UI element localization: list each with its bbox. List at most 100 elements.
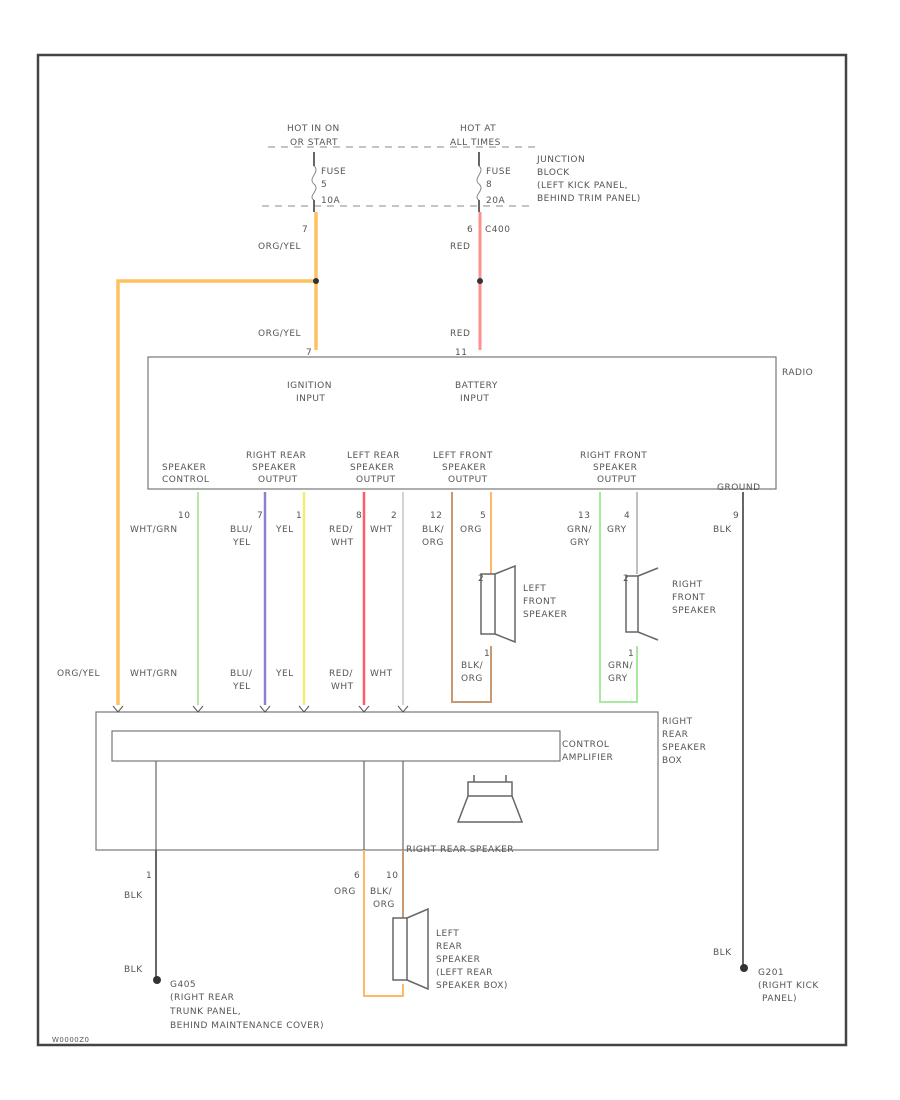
radio-left-front-1: LEFT FRONT — [433, 451, 493, 461]
amp-input-pins — [112, 705, 409, 713]
speaker-lr-5: SPEAKER BOX) — [436, 981, 508, 991]
wire-label-grn-gry-bot-2: GRY — [608, 674, 628, 684]
wire-label-org-lf: ORG — [460, 525, 482, 535]
speaker-lr-4: (LEFT REAR — [436, 968, 493, 978]
wire-label-red-top: RED — [450, 242, 470, 252]
splice-ignition — [313, 278, 319, 284]
radio-bat-pin: 11 — [455, 348, 467, 358]
wire-label-yel-top: YEL — [275, 525, 294, 535]
radio-right-rear-1: RIGHT REAR — [246, 451, 306, 461]
pin-ign-label: 7 — [302, 225, 308, 235]
fuse-b-num: 8 — [486, 180, 492, 190]
wire-label-blk-amp: BLK — [124, 891, 143, 901]
wire-label-blk-g201: BLK — [713, 948, 732, 958]
rr-box-3: SPEAKER — [662, 743, 706, 753]
rr-box-2: REAR — [662, 730, 688, 740]
wire-label-red-wht-bot-1: RED/ — [329, 669, 353, 679]
wire-left-front-loop — [451, 492, 492, 703]
radio-right-front-1: RIGHT FRONT — [580, 451, 647, 461]
fuse-b-word: FUSE — [486, 167, 511, 177]
wire-label-blk-org-top-1: BLK/ — [422, 525, 445, 535]
wire-label-org-yel-left: ORG/YEL — [57, 669, 100, 679]
wire-label-blu-top-2: YEL — [232, 538, 251, 548]
wire-label-org-yel-mid: ORG/YEL — [258, 329, 301, 339]
pin-1-gnd: 1 — [146, 871, 152, 881]
pin-5: 5 — [480, 511, 486, 521]
pin-lf-2: 2 — [478, 574, 484, 584]
wire-label-red-wht-bot-2: WHT — [331, 682, 354, 692]
ground-g405-3: TRUNK PANEL, — [169, 1007, 241, 1017]
left-front-speaker-icon — [480, 564, 516, 644]
hot-all-label: HOT AT — [460, 124, 496, 134]
ground-g201-icon — [740, 964, 748, 972]
radio-bat-input-1: BATTERY — [455, 381, 498, 391]
pin-rf-2: 2 — [623, 574, 629, 584]
wire-label-grn-gry-bot-1: GRN/ — [608, 661, 633, 671]
right-rear-speaker-icon — [456, 775, 524, 823]
radio-speaker-control-2: CONTROL — [162, 475, 209, 485]
pin-13: 13 — [578, 511, 590, 521]
pin-6: 6 — [354, 871, 360, 881]
pin-bat-label: 6 — [467, 225, 473, 235]
wire-label-blu-bot-1: BLU/ — [230, 669, 253, 679]
fuse-a-amp: 10A — [321, 196, 340, 206]
radio-ign-input-1: IGNITION — [287, 381, 332, 391]
junction-block-line-3: (LEFT KICK PANEL, — [537, 181, 628, 191]
wire-label-gry-rf: GRY — [607, 525, 627, 535]
right-rear-speaker-box — [95, 711, 659, 851]
wire-label-red-wht-top-2: WHT — [331, 538, 354, 548]
pin-7-a: 7 — [257, 511, 263, 521]
junction-block-line-4: BEHIND TRIM PANEL) — [537, 194, 641, 204]
speaker-rf-1: RIGHT — [672, 580, 703, 590]
speaker-rf-2: FRONT — [672, 593, 705, 603]
fuse-a-num: 5 — [321, 180, 327, 190]
wire-label-wht-grn-top: WHT/GRN — [130, 525, 178, 535]
speaker-lf-3: SPEAKER — [523, 610, 567, 620]
wire-label-org-yel-top: ORG/YEL — [258, 242, 301, 252]
radio-ground: GROUND — [717, 483, 761, 493]
speaker-lf-2: FRONT — [523, 597, 556, 607]
radio-right-rear-2: SPEAKER — [252, 463, 296, 473]
footer-code: W0000Z0 — [52, 1036, 90, 1044]
radio-label: RADIO — [782, 368, 813, 378]
fuse-ignition — [311, 152, 317, 212]
radio-right-front-3: OUTPUT — [597, 475, 637, 485]
radio-speaker-control-1: SPEAKER — [162, 463, 206, 473]
radio-left-front-2: SPEAKER — [442, 463, 486, 473]
radio-left-front-3: OUTPUT — [448, 475, 488, 485]
wire-label-blk-g405: BLK — [124, 965, 143, 975]
wire-label-blk-radio: BLK — [713, 525, 732, 535]
connector-c400 — [477, 278, 483, 284]
speaker-lr-3: SPEAKER — [436, 955, 480, 965]
hot-all-sub: ALL TIMES — [450, 138, 501, 148]
ground-g405-2: (RIGHT REAR — [170, 993, 234, 1003]
wire-label-blk-org-top-2: ORG — [422, 538, 444, 548]
pin-lf-1: 1 — [484, 649, 490, 659]
ground-g201-2: (RIGHT KICK — [758, 981, 819, 991]
rr-box-4: BOX — [662, 756, 682, 766]
pin-10-a: 10 — [178, 511, 190, 521]
wire-label-blk-org-bot-1: BLK/ — [461, 661, 484, 671]
fuse-battery — [476, 152, 482, 212]
speaker-lf-1: LEFT — [523, 584, 546, 594]
wire-label-wht-top: WHT — [370, 525, 393, 535]
wire-label-blu-bot-2: YEL — [232, 682, 251, 692]
pin-1-a: 1 — [296, 511, 302, 521]
wire-label-grn-gry-top-1: GRN/ — [567, 525, 592, 535]
radio-right-front-2: SPEAKER — [593, 463, 637, 473]
speaker-lr-1: LEFT — [436, 929, 459, 939]
radio-box — [147, 356, 777, 490]
fuse-a-word: FUSE — [321, 167, 346, 177]
hot-ign-label: HOT IN ON — [287, 124, 340, 134]
junction-block-line-1: JUNCTION — [536, 155, 585, 165]
control-amp-1: CONTROL — [562, 740, 609, 750]
wire-label-blk-org-bot-2: ORG — [461, 674, 483, 684]
radio-ign-input-2: INPUT — [296, 394, 325, 404]
radio-left-rear-2: SPEAKER — [350, 463, 394, 473]
wire-label-wht-grn-bot: WHT/GRN — [130, 669, 178, 679]
pin-9: 9 — [733, 511, 739, 521]
pin-2-a: 2 — [391, 511, 397, 521]
ground-g405-4: BEHIND MAINTENANCE COVER) — [170, 1021, 324, 1031]
amp-internal-lines — [155, 761, 404, 850]
